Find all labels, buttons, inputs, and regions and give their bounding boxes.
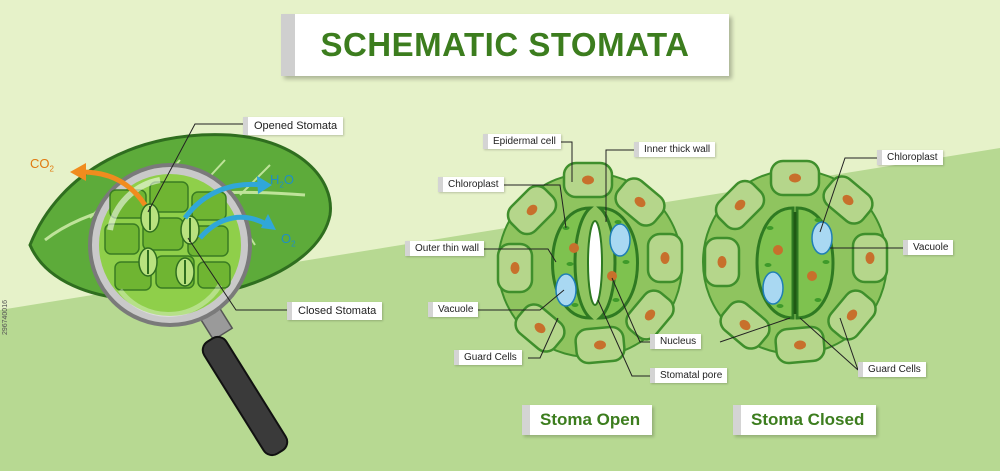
label-vacuole-closed: Vacuole: [903, 240, 954, 255]
caption-stoma-closed: Stoma Closed: [733, 405, 877, 435]
label-nucleus: Nucleus: [650, 334, 702, 349]
title-accent-bar: [281, 14, 295, 76]
label-vacuole-open: Vacuole: [428, 302, 479, 317]
label-guard-cells-open: Guard Cells: [454, 350, 522, 365]
stock-id: 296740016: [2, 300, 9, 336]
caption-stoma-open: Stoma Open: [522, 405, 653, 435]
label-epidermal-cell: Epidermal cell: [483, 134, 561, 149]
page-title: SCHEMATIC STOMATA: [320, 26, 690, 63]
label-inner-thick-wall: Inner thick wall: [634, 142, 716, 157]
label-chloroplast-closed: Chloroplast: [877, 150, 943, 165]
closed-stomata-label: Closed Stomata: [287, 302, 383, 320]
magnifier-pointer-lines: [147, 123, 289, 311]
label-stomatal-pore: Stomatal pore: [650, 368, 728, 383]
stoma-closed-diagram: [702, 159, 889, 366]
label-guard-cells-closed: Guard Cells: [858, 362, 926, 377]
opened-stomata-label: Opened Stomata: [243, 117, 344, 135]
magnifier-lens: [88, 163, 252, 327]
co2-label: CO2: [30, 156, 54, 174]
gas-arrows: [70, 163, 276, 240]
title-box: SCHEMATIC STOMATA: [281, 14, 729, 76]
label-outer-thin-wall: Outer thin wall: [405, 241, 484, 256]
label-chloroplast-open: Chloroplast: [438, 177, 504, 192]
stoma-open-diagram: [496, 161, 684, 366]
o2-label: O2: [281, 231, 296, 249]
h2o-label: H2O: [270, 172, 294, 190]
stoma-pointer-lines: [474, 141, 903, 377]
